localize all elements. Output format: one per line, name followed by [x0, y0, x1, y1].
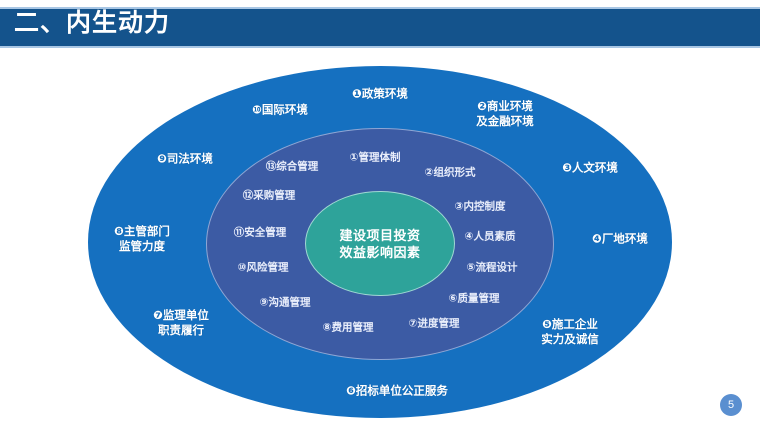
outer-ring-item-2: ❷商业环境 及金融环境 [476, 100, 534, 130]
outer-ring-item-1: ❶政策环境 [352, 88, 408, 103]
outer-ring-item-marker-icon: ❷ [477, 101, 487, 113]
middle-ring-item-3: ③内控制度 [455, 200, 506, 215]
middle-ring-item-marker-icon: ⑥ [448, 292, 458, 305]
middle-ring-item-marker-icon: ⑨ [259, 296, 269, 309]
outer-ring-item-text: 主管部门 监管力度 [119, 226, 170, 253]
middle-ring-item-marker-icon: ⑪ [233, 226, 245, 239]
outer-ring-item-9: ❾司法环境 [157, 153, 213, 168]
outer-ring-item-text: 商业环境 及金融环境 [476, 101, 534, 128]
outer-ring-item-marker-icon: ❺ [542, 319, 552, 331]
middle-ring-item-1: ①管理体制 [350, 151, 401, 166]
outer-ring-item-text: 施工企业 实力及诚信 [541, 319, 599, 346]
outer-ring-item-text: 监理单位 职责履行 [158, 310, 209, 337]
middle-ring-item-marker-icon: ① [349, 151, 359, 164]
outer-ring-item-marker-icon: ❾ [157, 153, 167, 166]
outer-ring-item-marker-icon: ❹ [592, 233, 602, 246]
outer-ring-item-5: ❺施工企业 实力及诚信 [541, 318, 599, 348]
outer-ring-item-8: ❽主管部门 监管力度 [114, 225, 170, 255]
middle-ring-item-11: ⑪安全管理 [234, 226, 287, 241]
middle-ring-item-marker-icon: ⑩ [237, 261, 247, 274]
middle-ring-item-7: ⑦进度管理 [409, 317, 460, 332]
middle-ring-item-text: 采购管理 [253, 189, 296, 202]
middle-ring-item-text: 综合管理 [276, 160, 319, 173]
middle-ring-item-text: 沟通管理 [268, 296, 311, 309]
outer-ring-item-marker-icon: ❽ [114, 226, 124, 238]
outer-ring-item-marker-icon: ❶ [352, 88, 362, 101]
middle-ring-item-marker-icon: ⑦ [408, 317, 418, 330]
outer-ring-item-10: ❿国际环境 [252, 104, 308, 119]
middle-ring-item-text: 安全管理 [244, 226, 287, 239]
middle-ring-item-4: ④人员素质 [465, 230, 516, 245]
middle-ring-item-marker-icon: ⑧ [322, 321, 332, 334]
middle-ring-item-text: 费用管理 [331, 321, 374, 334]
outer-ring-item-marker-icon: ❼ [153, 310, 163, 322]
middle-ring-item-marker-icon: ⑤ [466, 261, 476, 274]
outer-ring-item-text: 厂地环境 [601, 233, 648, 246]
middle-ring-item-13: ⑬综合管理 [266, 160, 319, 175]
middle-ring-item-text: 进度管理 [417, 317, 460, 330]
middle-ring-item-text: 质量管理 [457, 292, 500, 305]
middle-ring-item-text: 管理体制 [358, 151, 401, 164]
middle-ring-item-text: 人员素质 [473, 230, 516, 243]
middle-ring-item-marker-icon: ② [424, 166, 434, 179]
middle-ring-item-marker-icon: ⑫ [242, 189, 254, 202]
outer-ring-item-text: 招标单位公正服务 [355, 385, 448, 398]
middle-ring-item-marker-icon: ③ [454, 200, 464, 213]
middle-ring-item-text: 组织形式 [433, 166, 476, 179]
outer-ring-item-4: ❹厂地环境 [592, 233, 648, 248]
outer-ring-item-text: 国际环境 [261, 104, 308, 117]
outer-ring-item-marker-icon: ❸ [562, 162, 572, 175]
middle-ring-item-text: 流程设计 [475, 261, 518, 274]
center-label: 建设项目投资 效益影响因素 [339, 227, 421, 260]
middle-ring-item-text: 风险管理 [246, 261, 289, 274]
header-band [0, 7, 760, 48]
middle-ring-item-marker-icon: ⑬ [265, 160, 277, 173]
outer-ring-item-text: 人文环境 [571, 162, 618, 175]
middle-ring-item-10: ⑩风险管理 [238, 261, 289, 276]
page-number-badge: 5 [720, 394, 742, 416]
outer-ring-item-marker-icon: ❿ [252, 104, 262, 117]
middle-ring-item-8: ⑧费用管理 [323, 321, 374, 336]
middle-ring-item-6: ⑥质量管理 [449, 292, 500, 307]
outer-ring-item-7: ❼监理单位 职责履行 [153, 309, 209, 339]
outer-ring-item-text: 政策环境 [361, 88, 408, 101]
middle-ring-item-marker-icon: ④ [464, 230, 474, 243]
page-title: 二、内生动力 [14, 9, 171, 37]
center-ellipse: 建设项目投资 效益影响因素 [305, 191, 455, 296]
middle-ring-item-text: 内控制度 [463, 200, 506, 213]
outer-ring-item-text: 司法环境 [166, 153, 213, 166]
outer-ring-item-marker-icon: ❻ [346, 385, 356, 398]
outer-ring-item-6: ❻招标单位公正服务 [346, 385, 448, 400]
middle-ring-item-2: ②组织形式 [425, 166, 476, 181]
middle-ring-item-5: ⑤流程设计 [467, 261, 518, 276]
concentric-ellipse-diagram: 建设项目投资 效益影响因素 ❶政策环境 ❷商业环境 及金融环境 ❸人文环境 ❹厂地环境… [0, 48, 760, 424]
middle-ring-item-9: ⑨沟通管理 [260, 296, 311, 311]
middle-ring-item-12: ⑫采购管理 [243, 189, 296, 204]
outer-ring-item-3: ❸人文环境 [562, 162, 618, 177]
